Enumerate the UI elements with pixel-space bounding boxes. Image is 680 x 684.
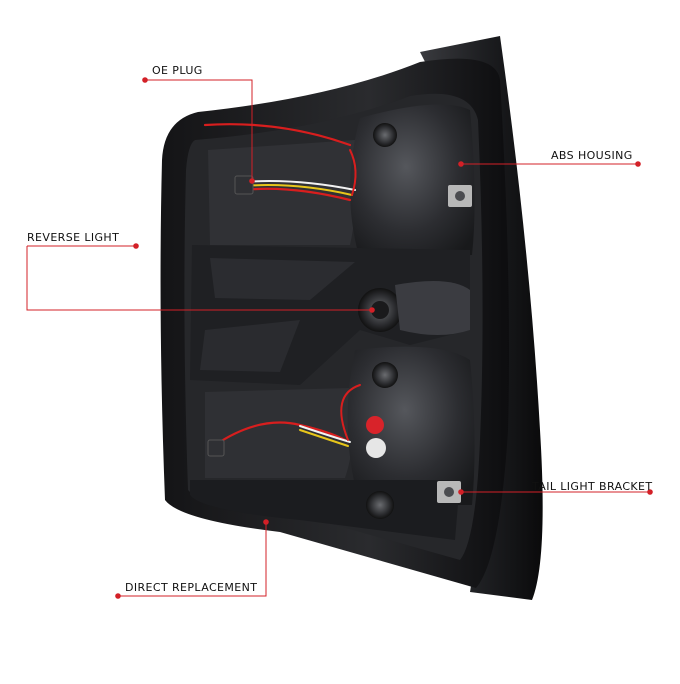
oe-plug-label: OE PLUG <box>152 64 203 77</box>
reverse-light-leader <box>26 245 372 311</box>
tail-light-bracket-label: TAIL LIGHT BRACKET <box>532 480 653 493</box>
white-sticker <box>366 438 386 458</box>
upper-reflector-dome <box>350 104 475 260</box>
lower-lamp-chamber <box>205 388 354 478</box>
reverse-light-label: REVERSE LIGHT <box>27 231 120 244</box>
abs-housing-label: ABS HOUSING <box>551 149 633 162</box>
upper-tail-light-bracket <box>448 185 472 207</box>
lower-tail-light-bracket <box>437 481 461 503</box>
lower-wiring-harness <box>213 384 361 447</box>
upper-lamp-chamber <box>208 140 357 245</box>
outer-lens-edge <box>420 36 543 600</box>
red-sticker <box>366 416 384 434</box>
direct-replacement-leader <box>118 522 267 597</box>
oe-plug-leader <box>145 79 253 181</box>
direct-replacement-label: DIRECT REPLACEMENT <box>125 581 258 594</box>
oe-plug-connector <box>234 175 254 195</box>
